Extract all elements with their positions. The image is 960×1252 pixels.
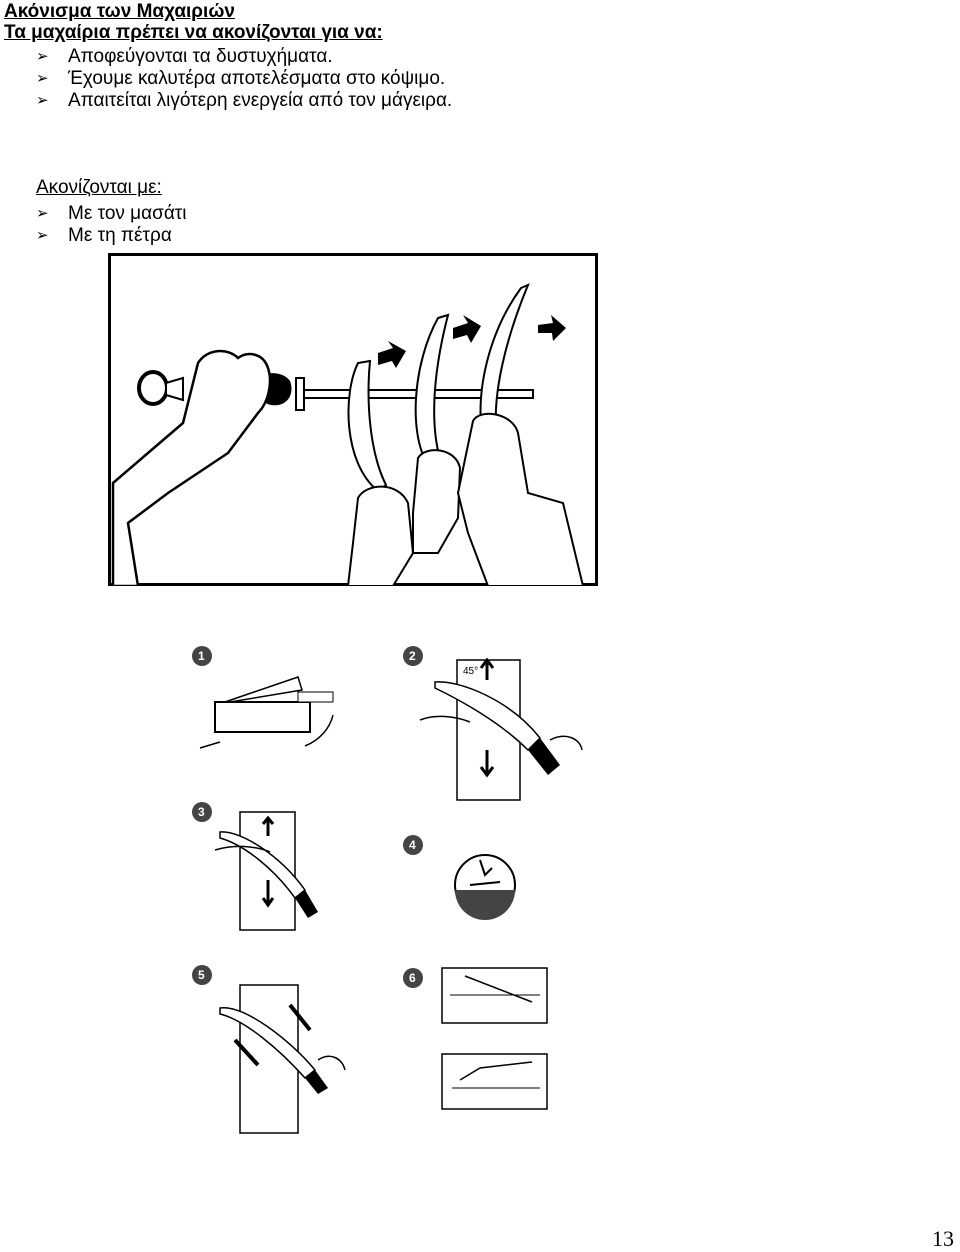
page-number: 13: [932, 1226, 954, 1251]
list-item: ➢Απαιτείται λιγότερη ενεργεία από τον μά…: [36, 90, 453, 111]
section-subtitle: Τα μαχαίρια πρέπει να ακονίζονται για να…: [4, 22, 383, 43]
methods-heading: Ακονίζονται με:: [36, 177, 162, 198]
honing-steel-illustration: [108, 253, 598, 586]
step-number-4: 4: [409, 838, 416, 852]
list-item: ➢Έχουμε καλυτέρα αποτελέσματα στο κόψιμο…: [36, 68, 446, 89]
chevron-arrow-icon: ➢: [36, 205, 49, 222]
reasons-list: ➢Αποφεύγονται τα δυστυχήματα. ➢Έχουμε κα…: [36, 46, 452, 112]
chevron-arrow-icon: ➢: [36, 70, 49, 87]
chevron-arrow-icon: ➢: [36, 92, 49, 109]
step-number-2: 2: [409, 649, 416, 663]
list-item: ➢Αποφεύγονται τα δυστυχήματα.: [36, 46, 333, 67]
step-number-5: 5: [198, 968, 205, 982]
page-title: Ακόνισμα των Μαχαιριών: [4, 1, 235, 22]
step-number-1: 1: [198, 649, 205, 663]
whetstone-steps-illustration: 1 2 45° 3 4 5 6: [192, 646, 583, 1134]
methods-list: ➢Με τον μασάτι ➢Με τη πέτρα: [36, 203, 187, 247]
chevron-arrow-icon: ➢: [36, 48, 49, 65]
step-number-3: 3: [198, 805, 205, 819]
list-item: ➢Με τη πέτρα: [36, 225, 172, 246]
chevron-arrow-icon: ➢: [36, 227, 49, 244]
list-item: ➢Με τον μασάτι: [36, 203, 187, 224]
step-number-6: 6: [409, 971, 416, 985]
angle-label: 45°: [463, 666, 478, 677]
